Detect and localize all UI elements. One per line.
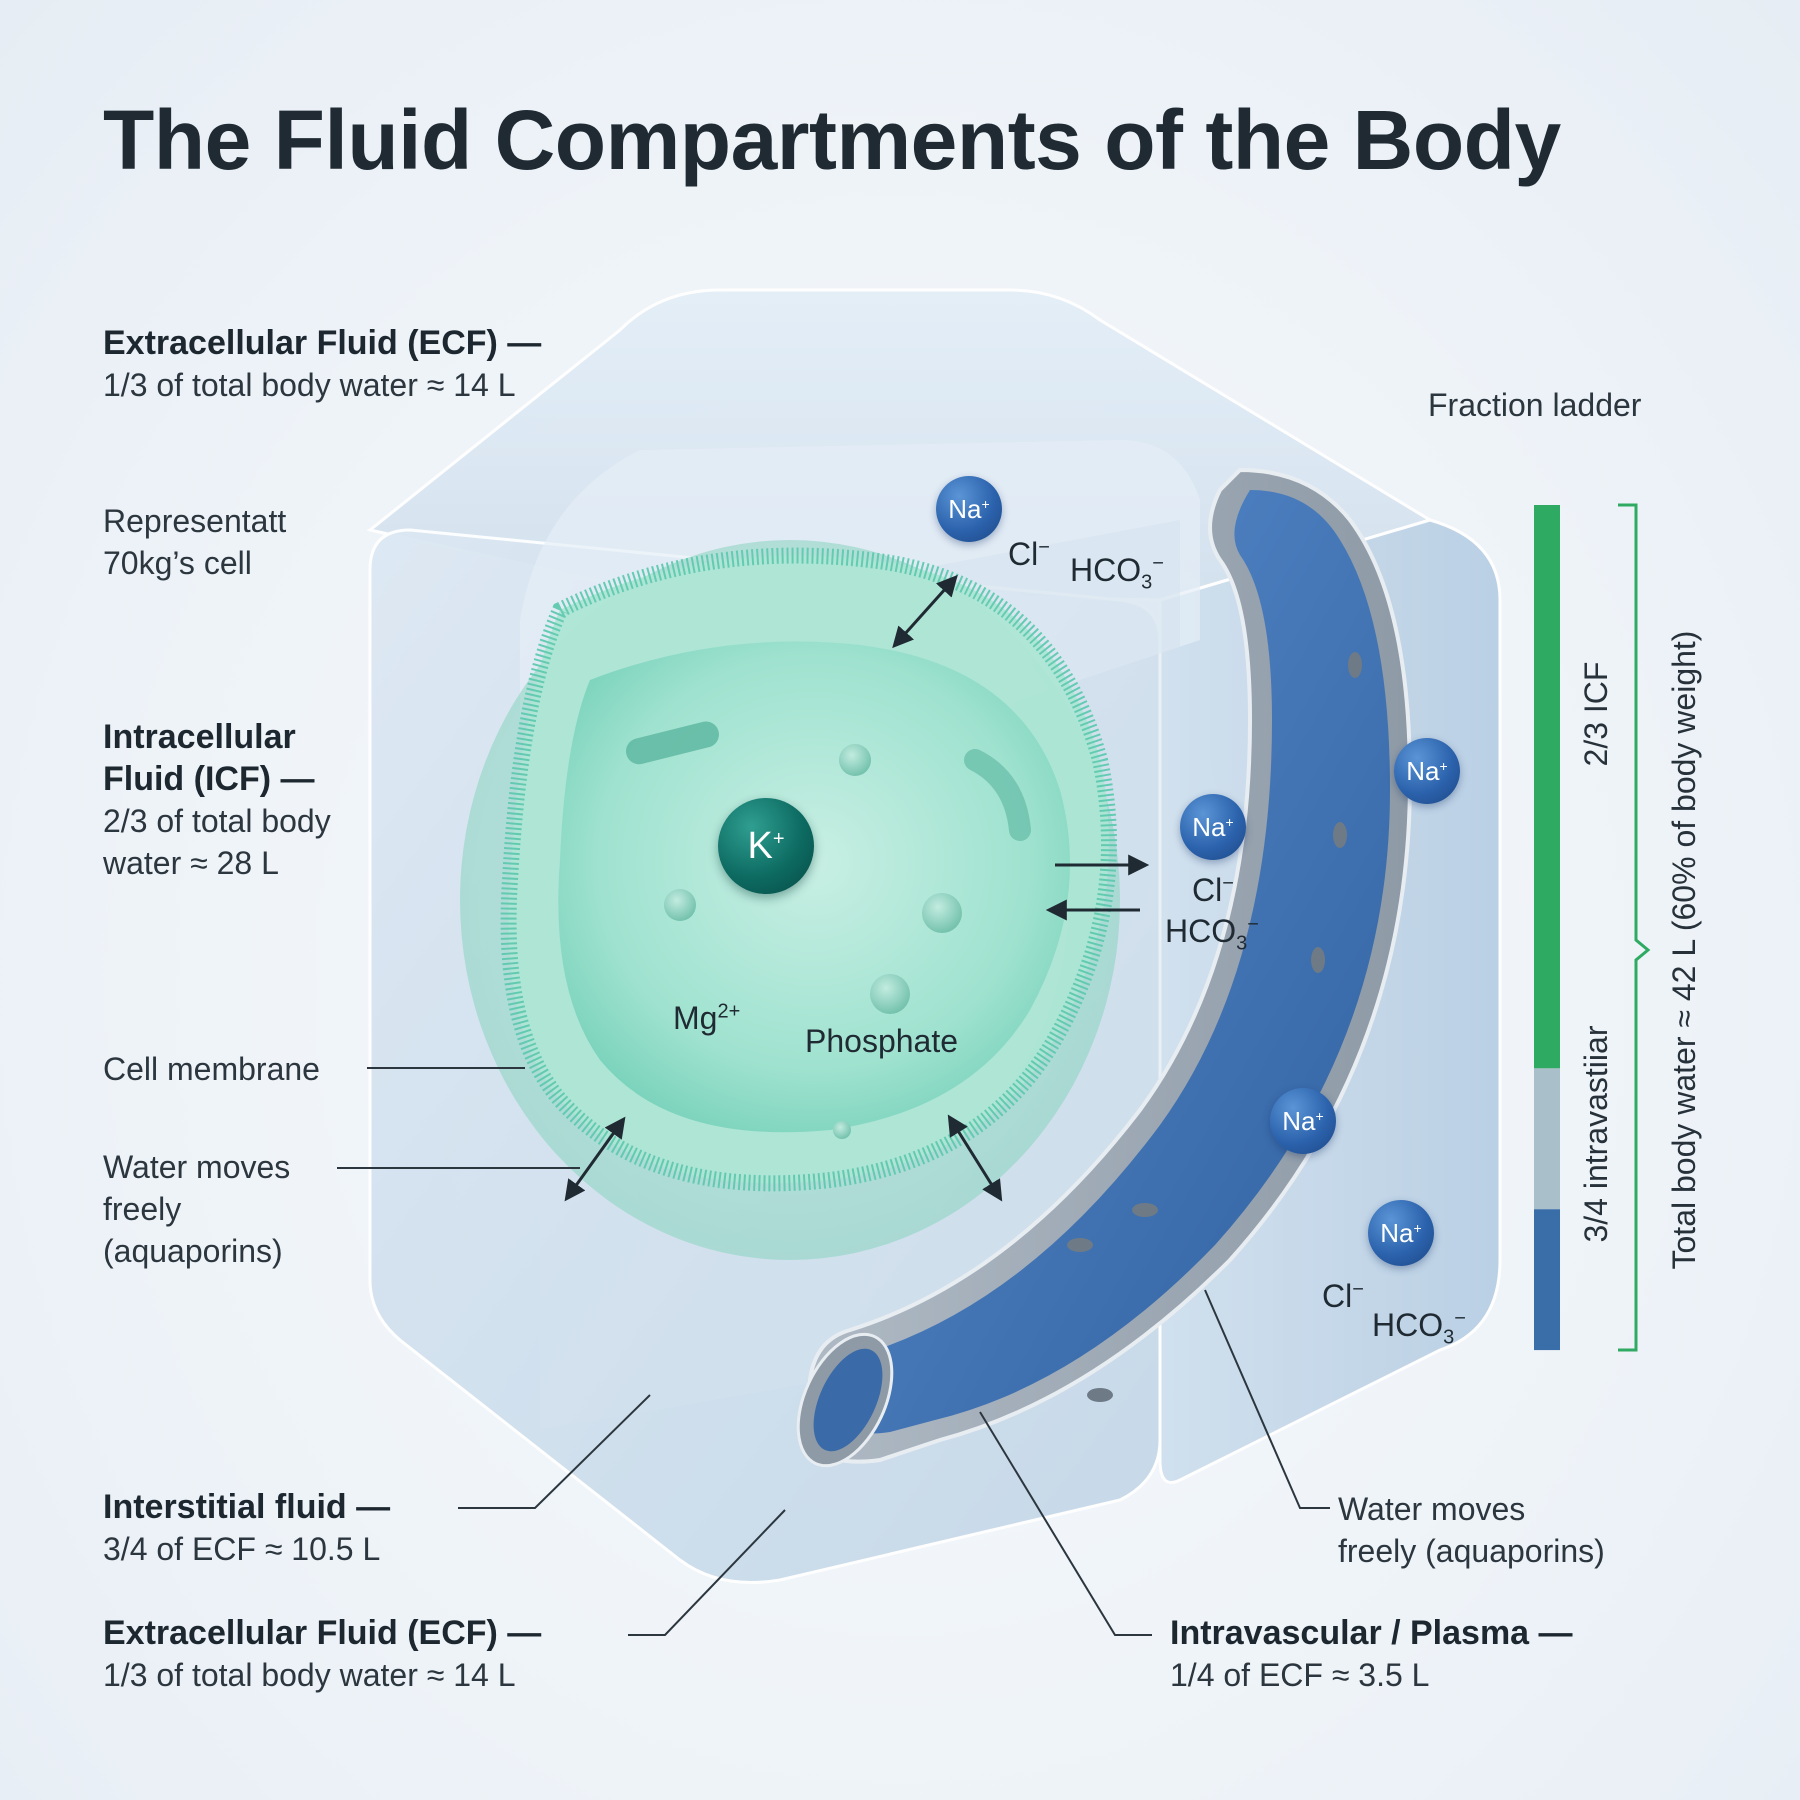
ecf-top-label: Extracellular Fluid (ECF) — 1/3 of total… [103, 322, 541, 406]
ladder-segment-ICF [1534, 505, 1560, 1069]
phosphate-label: Phosphate [805, 1023, 959, 1059]
bicarbonate-label: HCO3− [1070, 552, 1164, 594]
fraction-ladder-bar [1534, 505, 1560, 1351]
plasma-label: Intravascular / Plasma — 1/4 of ECF ≈ 3.… [1170, 1614, 1573, 1693]
ecf-top-title: Extracellular Fluid (ECF) — [103, 324, 542, 362]
ecf-bottom-label: Extracellular Fluid (ECF) — 1/3 of total… [103, 1614, 542, 1693]
icf-label: Intracellular Fluid (ICF) — 2/3 of total… [103, 718, 331, 881]
intravascular-fraction-label: 3/4 intravastiiar [1578, 1025, 1614, 1243]
sodium-ion: Na+ [1180, 794, 1246, 860]
water-moves-right-label: Water moves freely (aquaporins) [1338, 1491, 1605, 1569]
fraction-ladder-heading: Fraction ladder [1428, 387, 1642, 423]
cell-membrane-label: Cell membrane [103, 1051, 320, 1087]
icf-fraction-label: 2/3 ICF [1578, 661, 1614, 767]
water-moves-left-label: Water moves freely (aquaporins) [103, 1149, 291, 1269]
ladder-segment-interstitial [1534, 1068, 1560, 1210]
magnesium-label: Mg2+ [673, 1000, 741, 1036]
chloride-label: Cl− [1008, 536, 1050, 572]
chloride-label: Cl− [1322, 1278, 1364, 1314]
sodium-ion: Na+ [1368, 1200, 1434, 1266]
bicarbonate-label: HCO3− [1165, 913, 1259, 955]
potassium-ion: K+ [718, 798, 814, 894]
ladder-segment-intravascular [1534, 1209, 1560, 1351]
ecf-top-desc: 1/3 of total body water ≈ 14 L [103, 367, 516, 403]
chloride-label: Cl− [1192, 872, 1234, 908]
interstitial-label: Interstitial fluid — 3/4 of ECF ≈ 10.5 L [103, 1488, 391, 1567]
bicarbonate-label: HCO3− [1372, 1307, 1466, 1349]
sodium-ion: Na+ [936, 476, 1002, 542]
total-body-water-label: Total body water ≈ 42 L (60% of body wei… [1666, 630, 1702, 1270]
sodium-ion: Na+ [1270, 1088, 1336, 1154]
page-title: The Fluid Compartments of the Body [103, 93, 1561, 187]
sodium-ion: Na+ [1394, 738, 1460, 804]
representative-cell-label: Representatt 70kg’s cell [103, 503, 287, 581]
